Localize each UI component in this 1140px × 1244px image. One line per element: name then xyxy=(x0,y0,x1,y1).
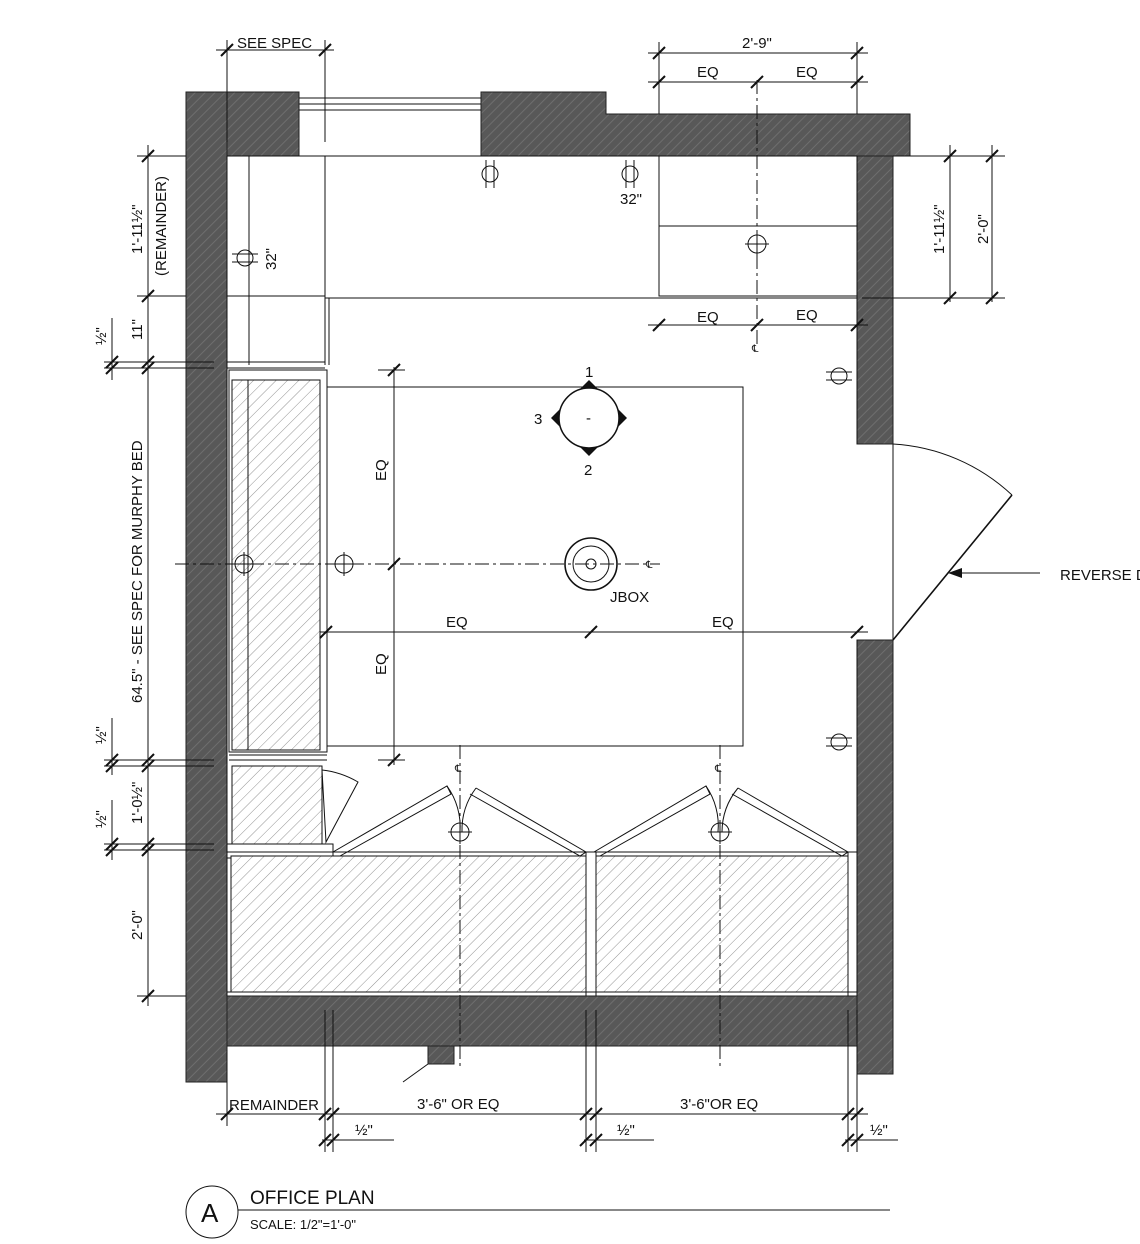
bed-outline xyxy=(326,386,744,747)
title-text: OFFICE PLAN xyxy=(250,1188,375,1209)
ceiling-fixture: 1 2 3 - xyxy=(534,364,627,479)
dim-left-remainder: 1'-11½" xyxy=(129,204,146,254)
junction-box: JBOX ℄ xyxy=(564,537,653,606)
dim-top-overall: 2'-9" xyxy=(742,35,772,52)
fixture-label-3: 3 xyxy=(534,411,542,428)
outlet-heights: 32" 32" xyxy=(263,191,642,270)
closet-upper-left xyxy=(227,156,857,369)
door-note-label: REVERSE D xyxy=(1060,567,1140,584)
cl-symbol: ℄ xyxy=(645,560,653,571)
dim-eq: EQ xyxy=(373,459,390,481)
dim-right-two-ft: 2'-0" xyxy=(975,214,992,244)
dim-half-inch: ½" xyxy=(93,726,110,744)
dim-eq: EQ xyxy=(796,64,818,81)
outlet-symbol xyxy=(826,367,852,385)
dim-murphy-bed: 64.5" - SEE SPEC FOR MURPHY BED xyxy=(129,440,146,703)
cl-markers: ℄ ℄ ℄ xyxy=(454,344,759,775)
dim-bottom-desk-2: 3'-6"OR EQ xyxy=(680,1096,758,1113)
cabinet-upper-right xyxy=(658,155,858,297)
dim-right-one-eleven: 1'-11½" xyxy=(931,204,948,254)
dim-eq: EQ xyxy=(796,307,818,324)
fixture-label-1: 1 xyxy=(585,364,593,381)
outlet-symbol xyxy=(481,160,499,188)
dim-half-inch: ½" xyxy=(93,327,110,345)
dim-left-eleven: 11" xyxy=(129,319,146,340)
dimension-bottom: REMAINDER 3'-6" OR EQ 3'-6"OR EQ ½" ½" ½… xyxy=(216,1010,898,1152)
dim-eq: EQ xyxy=(697,309,719,326)
dimension-left: 1'-11½" (REMAINDER) 11" ½" 64.5" - SEE S… xyxy=(93,145,214,1006)
dim-bottom-desk-1: 3'-6" OR EQ xyxy=(417,1096,499,1113)
outlet-symbol xyxy=(232,552,256,576)
jbox-label: JBOX xyxy=(610,589,649,606)
outlet-height-label: 32" xyxy=(620,191,642,208)
outlet-symbol xyxy=(232,249,258,267)
dim-eq: EQ xyxy=(712,614,734,631)
dim-left-one-half: 1'-0½" xyxy=(129,782,146,824)
dim-eq: EQ xyxy=(697,64,719,81)
cl-symbol: ℄ xyxy=(454,764,462,775)
title-block: A OFFICE PLAN SCALE: 1/2"=1'-0" xyxy=(185,1185,890,1239)
dim-half-inch: ½" xyxy=(870,1122,888,1139)
cl-symbol: ℄ xyxy=(714,764,722,775)
outlet-height-label: 32" xyxy=(263,248,280,270)
wall-right-lower xyxy=(856,639,894,1075)
dimension-cabinet-eq: EQ EQ xyxy=(648,307,868,332)
outlet-symbol xyxy=(621,160,639,188)
dimension-right: 1'-11½" 2'-0" xyxy=(862,145,1005,305)
fixture-label-center: - xyxy=(586,410,591,427)
dim-left-two-ft: 2'-0" xyxy=(129,910,146,940)
outlet-symbol xyxy=(332,552,356,576)
fixture-label-2: 2 xyxy=(584,462,592,479)
wall-bottom-jog xyxy=(427,1045,455,1065)
title-scale: SCALE: 1/2"=1'-0" xyxy=(250,1217,356,1232)
cl-symbol: ℄ xyxy=(751,344,759,355)
dimension-bed-eq: EQ EQ EQ EQ xyxy=(319,363,868,767)
dim-half-inch: ½" xyxy=(93,810,110,828)
murphy-door-swing xyxy=(321,769,359,844)
dimension-top-right: 2'-9" EQ EQ xyxy=(648,35,868,114)
dim-eq: EQ xyxy=(446,614,468,631)
window-top xyxy=(299,97,481,111)
wall-left xyxy=(185,91,228,1083)
see-spec-label: SEE SPEC xyxy=(237,35,312,52)
wall-top-right xyxy=(480,91,911,157)
dim-half-inch: ½" xyxy=(355,1122,373,1139)
walls xyxy=(185,91,911,1083)
dim-half-inch: ½" xyxy=(617,1122,635,1139)
outlets xyxy=(232,160,852,844)
dim-left-remainder-note: (REMAINDER) xyxy=(153,176,170,276)
wall-top-left xyxy=(226,91,300,157)
dim-eq: EQ xyxy=(373,653,390,675)
murphy-bed xyxy=(228,369,359,845)
wall-right-upper xyxy=(856,155,894,445)
door-note: REVERSE D xyxy=(948,567,1140,584)
outlet-symbol xyxy=(448,820,472,844)
desk-counter xyxy=(226,785,857,996)
dim-bottom-remainder: REMAINDER xyxy=(229,1097,319,1114)
outlet-symbol xyxy=(708,820,732,844)
wall-bottom xyxy=(226,995,858,1047)
entry-door xyxy=(892,443,1013,641)
outlet-symbol xyxy=(826,733,852,751)
dimension-see-spec: SEE SPEC xyxy=(216,35,334,142)
title-letter: A xyxy=(201,1198,219,1228)
